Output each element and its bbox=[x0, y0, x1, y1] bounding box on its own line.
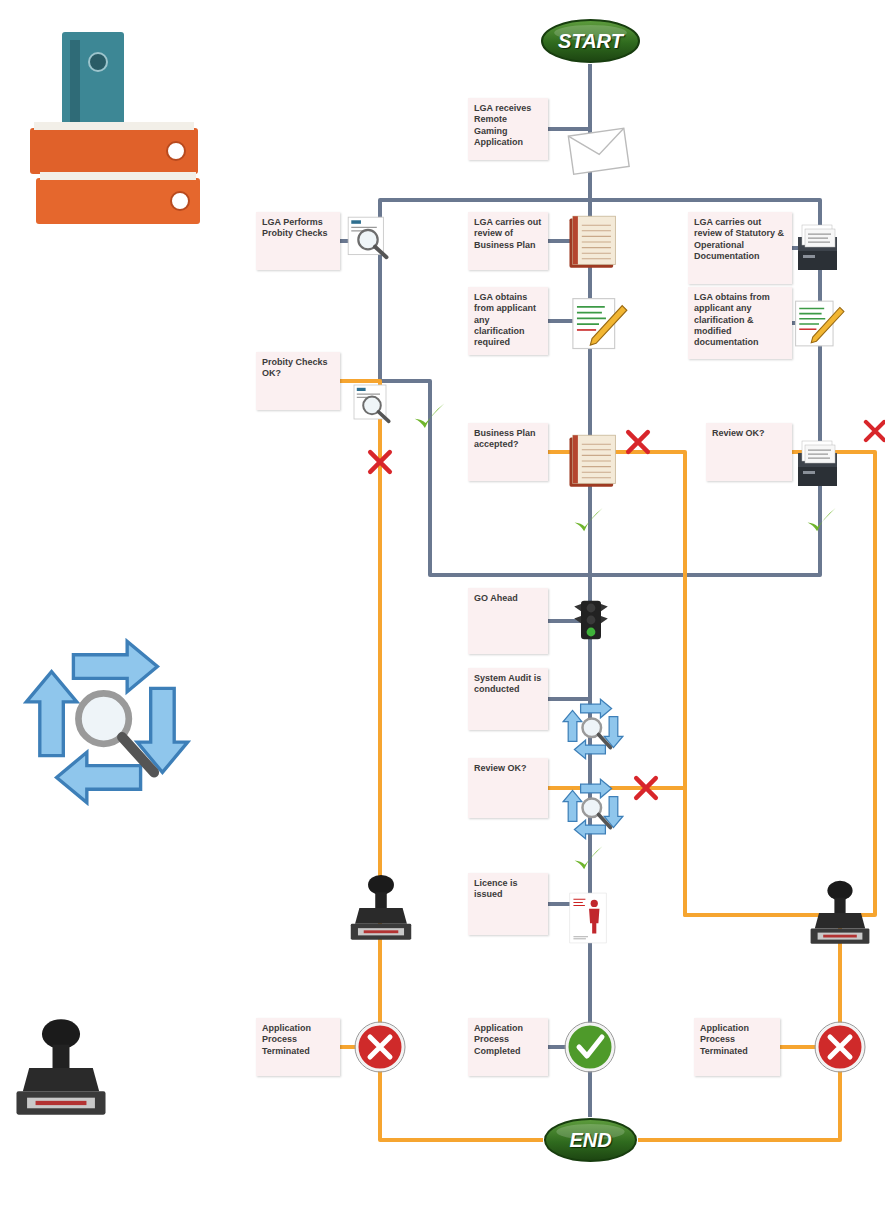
cross-mark bbox=[866, 422, 884, 440]
flow-connector bbox=[780, 452, 875, 1047]
binders-illustration bbox=[30, 32, 200, 224]
process-box: Licence is issued bbox=[468, 873, 548, 935]
audit-cycle-icon bbox=[563, 779, 623, 839]
file-box-icon bbox=[798, 225, 837, 270]
process-box: LGA obtains from applicant any clarifica… bbox=[468, 287, 548, 355]
check-mark bbox=[575, 508, 603, 531]
process-box: LGA obtains from applicant any clarifica… bbox=[688, 287, 792, 359]
node-text: END bbox=[569, 1129, 611, 1152]
node-text: LGA carries out review of Statutory & Op… bbox=[694, 217, 786, 262]
terminal-oval: END bbox=[543, 1117, 638, 1163]
book-icon bbox=[569, 435, 615, 487]
cross-mark bbox=[370, 452, 390, 472]
flow-connector bbox=[548, 452, 840, 1047]
process-box: LGA carries out review of Statutory & Op… bbox=[688, 212, 792, 284]
traffic-light-icon bbox=[574, 601, 608, 639]
node-text: LGA receives Remote Gaming Application bbox=[474, 103, 542, 148]
stamp-illustration bbox=[16, 1019, 105, 1114]
envelope-icon bbox=[568, 128, 629, 174]
pencil-document-icon bbox=[796, 301, 844, 346]
flow-connector bbox=[548, 64, 590, 129]
check-mark bbox=[808, 508, 836, 531]
process-box: System Audit is conducted bbox=[468, 668, 548, 730]
cross-mark bbox=[628, 432, 648, 452]
process-box: LGA receives Remote Gaming Application bbox=[468, 98, 548, 160]
licence-icon bbox=[570, 893, 606, 943]
flow-connector bbox=[340, 381, 380, 1047]
stamp-icon bbox=[351, 875, 411, 940]
outcome-box: Application Process Terminated bbox=[256, 1018, 340, 1076]
document-magnifier-icon bbox=[354, 385, 389, 421]
node-text: LGA carries out review of Business Plan bbox=[474, 217, 542, 251]
node-text: Business Plan accepted? bbox=[474, 428, 542, 451]
check-mark bbox=[415, 403, 445, 427]
process-box: GO Ahead bbox=[468, 588, 548, 654]
node-text: GO Ahead bbox=[474, 593, 542, 604]
decision-box: Probity Checks OK? bbox=[256, 352, 340, 410]
completed-circle bbox=[565, 1022, 615, 1072]
node-text: START bbox=[558, 30, 623, 53]
node-text: LGA Performs Probity Checks bbox=[262, 217, 334, 240]
audit-cycle-icon bbox=[563, 699, 623, 759]
process-box: LGA carries out review of Business Plan bbox=[468, 212, 548, 270]
node-text: LGA obtains from applicant any clarifica… bbox=[694, 292, 786, 348]
pencil-document-icon bbox=[573, 299, 627, 349]
cycle-illustration bbox=[26, 641, 187, 802]
node-text: Review OK? bbox=[712, 428, 786, 439]
node-text: Application Process Terminated bbox=[700, 1023, 774, 1057]
document-magnifier-icon bbox=[348, 217, 386, 257]
process-box: LGA Performs Probity Checks bbox=[256, 212, 340, 270]
node-text: Probity Checks OK? bbox=[262, 357, 334, 380]
flow-connector bbox=[340, 241, 380, 381]
book-icon bbox=[569, 216, 615, 268]
flow-connector bbox=[340, 381, 590, 621]
stamp-icon bbox=[811, 881, 870, 944]
node-text: Licence is issued bbox=[474, 878, 542, 901]
oval-outline bbox=[542, 20, 639, 62]
terminal-oval: START bbox=[540, 18, 641, 64]
terminated-circle bbox=[815, 1022, 865, 1072]
node-text: Review OK? bbox=[474, 763, 542, 774]
decision-box: Business Plan accepted? bbox=[468, 423, 548, 481]
check-mark bbox=[575, 846, 603, 869]
decision-box: Review OK? bbox=[468, 758, 548, 818]
node-text: LGA obtains from applicant any clarifica… bbox=[474, 292, 542, 348]
node-text: System Audit is conducted bbox=[474, 673, 542, 696]
cross-mark bbox=[636, 778, 656, 798]
oval-outline bbox=[545, 1119, 636, 1161]
node-text: Application Process Terminated bbox=[262, 1023, 334, 1057]
file-box-icon bbox=[798, 441, 837, 486]
outcome-box: Application Process Completed bbox=[468, 1018, 548, 1076]
decision-box: Review OK? bbox=[706, 423, 792, 481]
terminated-circle bbox=[355, 1022, 405, 1072]
node-text: Application Process Completed bbox=[474, 1023, 542, 1057]
outcome-box: Application Process Terminated bbox=[694, 1018, 780, 1076]
